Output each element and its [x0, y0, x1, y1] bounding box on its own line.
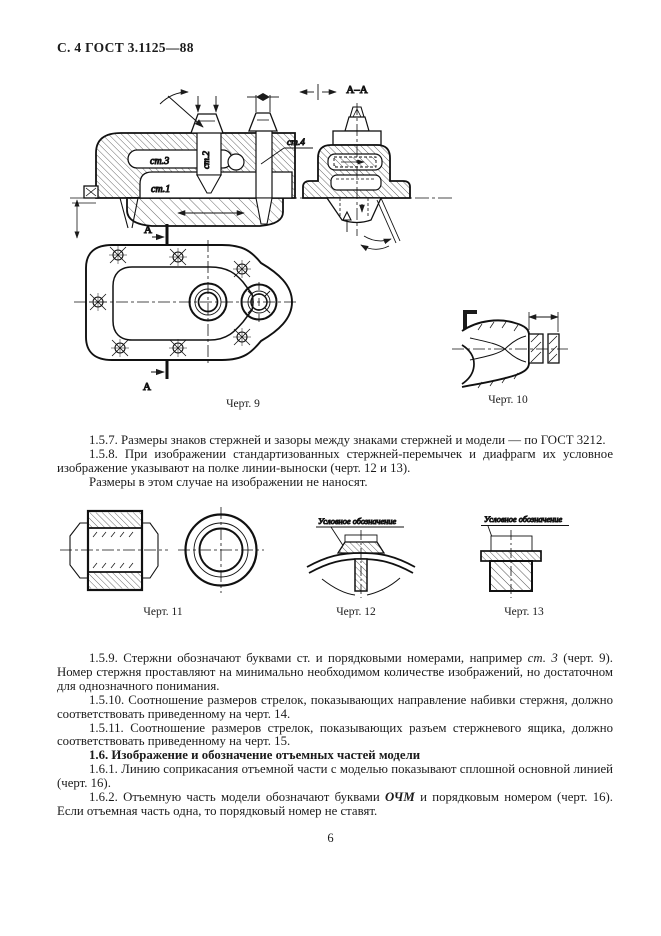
figure-11-view: [60, 507, 264, 593]
core-label-st2: ст.2: [202, 151, 212, 169]
heading-16: 1.6. Изображение и обозначение отъемных …: [89, 748, 421, 763]
figure13-caption: Черт. 13: [504, 606, 544, 618]
para-157: 1.5.7. Размеры знаков стержней и зазоры …: [89, 433, 606, 447]
text-block-1: 1.5.7. Размеры знаков стержней и зазоры …: [57, 433, 613, 490]
section-view: ст.3 ст.1 ст.2 ст.4: [72, 84, 337, 239]
page-header: С. 4 ГОСТ 3.1125—88: [57, 40, 194, 55]
core-label-st4: ст.4: [287, 138, 305, 148]
para-159: 1.5.9. Стержни обозначают буквами ст. и …: [57, 651, 613, 693]
figure-13-view: Условное обозначение: [480, 515, 569, 598]
section-title: А–А: [346, 84, 367, 96]
text-block-2: 1.5.9. Стержни обозначают буквами ст. и …: [57, 651, 614, 819]
figure-11-12-13-drawing: Черт. 11 Условное обозначение Черт. 12 У…: [60, 507, 569, 618]
figure12-callout: Условное обозначение: [318, 517, 396, 526]
figure11-caption: Черт. 11: [143, 606, 182, 618]
figure13-callout: Условное обозначение: [484, 515, 562, 524]
para-162: 1.6.2. Отъемную часть модели обозначают …: [57, 790, 614, 818]
figure10-caption: Черт. 10: [488, 394, 528, 406]
para-1511: 1.5.11. Соотношение размеров стрелок, по…: [57, 720, 613, 749]
figure-12-view: Условное обозначение: [306, 517, 416, 598]
core-mark-holes: [89, 246, 251, 357]
svg-text:А: А: [143, 381, 151, 393]
para-158a: Размеры в этом случае на изображении не …: [89, 474, 368, 489]
para-158: 1.5.8. При изображении стандартизованных…: [57, 446, 613, 475]
figure-10-view: [452, 310, 568, 389]
section-view-AA: А–А: [302, 84, 411, 252]
cut-plane-mark-top: А: [144, 224, 169, 244]
svg-text:А: А: [144, 224, 152, 236]
core-label-st3: ст.3: [150, 156, 169, 167]
para-161: 1.6.1. Линию соприкасания отъемной части…: [57, 762, 613, 791]
para-1510: 1.5.10. Соотношение размеров стрелок, по…: [57, 692, 613, 721]
core-label-st1: ст.1: [151, 184, 170, 195]
cut-plane-mark-bottom: А: [143, 359, 169, 394]
plan-view: А А: [74, 224, 298, 394]
figure9-caption: Черт. 9: [226, 398, 260, 410]
figure12-caption: Черт. 12: [336, 606, 376, 618]
figure-9-10-drawing: ст.3 ст.1 ст.2 ст.4 А–А: [70, 84, 568, 410]
page-number: 6: [327, 831, 334, 845]
